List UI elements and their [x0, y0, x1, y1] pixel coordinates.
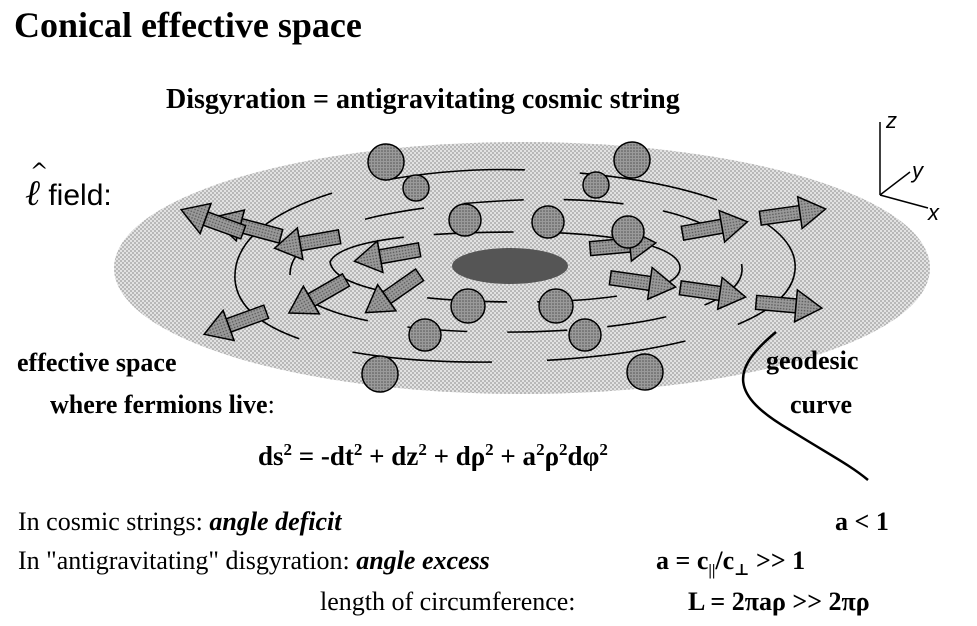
arrow [202, 304, 270, 342]
disgyration-statement: In "antigravitating" disgyration: angle … [18, 546, 490, 575]
diagram-subtitle: Disgyration = antigravitating cosmic str… [166, 84, 680, 115]
fermions-label: where fermions live: [50, 390, 275, 420]
geodesic-label: geodesic [766, 346, 859, 375]
axis-y-label: y [912, 158, 923, 183]
curve-label: curve [790, 390, 853, 419]
field-text: field: [48, 179, 112, 212]
deficit-condition: a < 1 [835, 507, 889, 536]
excess-condition: a = c||/c⊥ >> 1 [656, 546, 806, 580]
arrow [678, 276, 748, 311]
arrow [353, 239, 422, 274]
arrow [754, 288, 824, 324]
axis-z-label: z [886, 108, 897, 133]
vortex-core [452, 248, 568, 284]
l-field-label: ^ℓ field: [25, 160, 112, 214]
l-vector-spheres [361, 141, 664, 393]
arrow [273, 226, 342, 261]
circumference-statement: length of circumference: [320, 587, 576, 616]
effective-space-label: effective space [17, 348, 177, 377]
cosmic-strings-statement: In cosmic strings: angle deficit [18, 507, 342, 536]
arrow [287, 272, 351, 315]
arrow [758, 195, 828, 230]
metric-equation: ds2 = -dt2 + dz2 + dρ2 + a2ρ2dφ2 [258, 440, 608, 471]
fermions-colon: : [267, 390, 275, 419]
arrow [364, 268, 425, 314]
l-symbol: ℓ [25, 173, 40, 214]
coordinate-axes [879, 122, 929, 209]
circumference-formula: L = 2πaρ >> 2πρ [688, 587, 870, 616]
arrow [608, 266, 678, 301]
page-title: Conical effective space [14, 5, 362, 45]
geodesic-curve [741, 331, 869, 481]
fermions-text: where fermions live [50, 390, 268, 419]
arrow [179, 202, 247, 240]
axis-x-label: x [928, 200, 939, 225]
arrow [680, 209, 749, 244]
